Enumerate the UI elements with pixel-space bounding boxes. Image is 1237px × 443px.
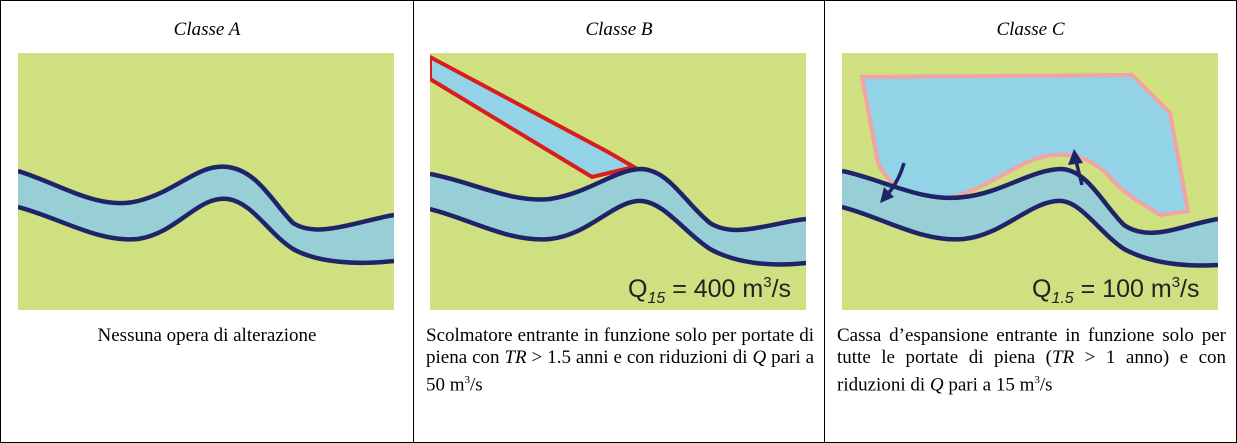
- river-a: [18, 166, 394, 263]
- river-b-bank-south: [430, 198, 806, 267]
- river-b: [430, 169, 806, 265]
- classe-c-title: Classe C: [996, 19, 1065, 40]
- river-c: [842, 169, 1218, 266]
- river-a-bank-north: [18, 164, 394, 232]
- classe-b-flow-label: Q15 = 400 m3/s: [628, 274, 791, 307]
- floodway-channel: [430, 54, 640, 180]
- river-b-bank-north: [430, 166, 806, 233]
- river-a-bank-south: [18, 196, 394, 266]
- classe-c-caption: Cassa d’espansione entrante in funzione …: [837, 325, 1227, 396]
- classe-c-illustration: Q1.5 = 100 m3/s: [842, 53, 1218, 310]
- column-classe-b: Classe B Q15 = 400 m3/s Scolmatore entra…: [413, 1, 824, 442]
- classe-c-flow-label: Q1.5 = 100 m3/s: [1032, 274, 1199, 307]
- classe-b-title: Classe B: [585, 19, 653, 40]
- classe-a-title: Classe A: [173, 19, 241, 40]
- column-classe-a: Classe A Nessuna opera di alterazione: [1, 1, 413, 442]
- column-classe-c: Classe C Q1.5 = 100 m3/s Cassa d’espansi…: [824, 1, 1236, 442]
- classe-a-caption: Nessuna opera di alterazione: [97, 325, 317, 346]
- inflow-arrowhead: [880, 187, 894, 203]
- classe-b-caption: Scolmatore entrante in funzione solo per…: [426, 325, 815, 396]
- outflow-arrowhead: [1068, 149, 1083, 165]
- river-c-bank-north: [842, 166, 1218, 235]
- classe-a-illustration: [18, 53, 394, 310]
- classe-b-illustration: Q15 = 400 m3/s: [430, 53, 806, 310]
- river-c-bank-south: [842, 198, 1218, 268]
